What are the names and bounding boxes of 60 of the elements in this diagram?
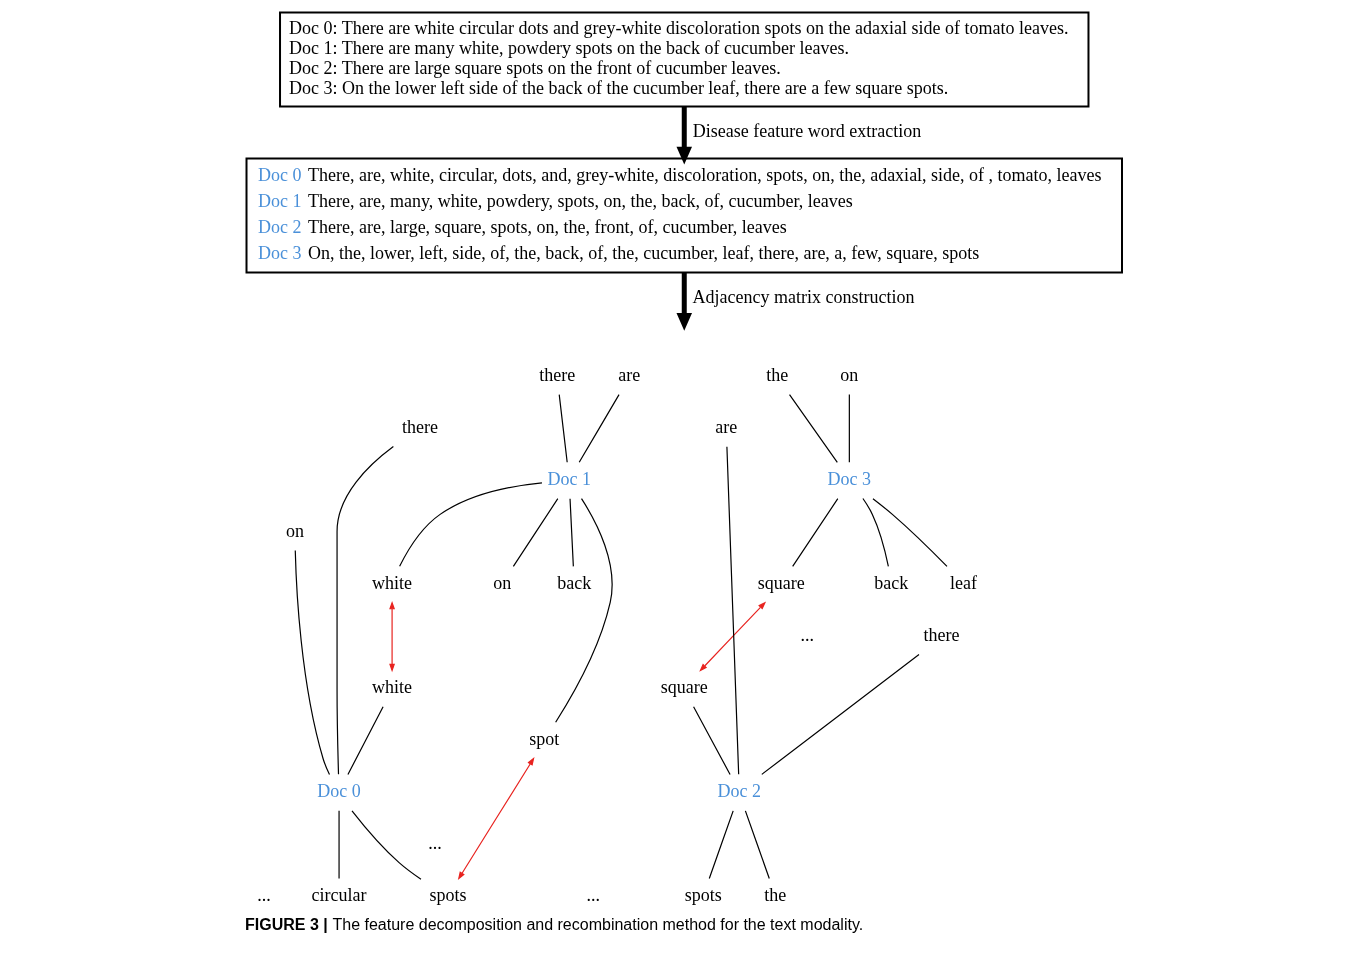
label: ... [800, 624, 814, 645]
node-text: are [617, 364, 640, 385]
node-text: back [873, 572, 908, 593]
connector [294, 549, 330, 776]
node-text: there [538, 364, 575, 385]
node-text: leaf [949, 572, 977, 593]
connector [760, 653, 920, 775]
node-text: the [765, 364, 788, 385]
connector [861, 497, 889, 567]
node-text: back [556, 572, 591, 593]
node-text: white [371, 676, 412, 697]
connector [554, 498, 613, 723]
arrow [698, 601, 766, 672]
node-text: on [839, 364, 858, 385]
arrow [388, 600, 395, 673]
connector [337, 810, 340, 880]
connector [708, 810, 734, 880]
node-text: there [401, 416, 438, 437]
connector [744, 810, 770, 880]
connector [398, 482, 543, 567]
connector [725, 446, 739, 775]
connector [558, 394, 568, 463]
edge-label: Adjacency matrix construction [692, 286, 915, 307]
arrow [676, 106, 692, 165]
arrow [676, 272, 692, 331]
node-text: the [763, 885, 786, 905]
connector [346, 706, 384, 776]
node-text: square [660, 676, 708, 697]
label: ... [427, 832, 442, 853]
edge-label: Disease feature word extraction [692, 120, 921, 141]
label: ... [585, 885, 600, 905]
connector [335, 445, 394, 775]
connector [848, 394, 850, 463]
node-text: Doc 3 [827, 468, 871, 489]
connector [791, 498, 838, 567]
node-text: white [371, 572, 412, 593]
node-text: Doc 1 [546, 468, 591, 489]
connector [568, 498, 574, 567]
node-text: spots [684, 885, 722, 905]
node-text: spot [528, 728, 559, 749]
connector [788, 394, 838, 463]
node-text: spots [429, 885, 467, 905]
node-box: Doc 0: There are white circular dots and grey-white discoloration spots on the adaxial side of tomato leaves. Doc 1: There are many white, powdery spots on the back of cucumber leaves. Doc 2: There are large square spots on the front of cucumber leaves. Doc 3: On the lower left side of the back of the cucumber leaf, there are a few square spots. [278, 11, 1089, 108]
node-text: on [492, 572, 511, 593]
node-text: on [285, 520, 304, 541]
node-text: circular [311, 885, 367, 905]
arrow [457, 757, 534, 880]
node-box: Doc 0 There, are, white, circular, dots, and, grey-white, discoloration, spots, on, the, adaxial, side, of , tomato, leaves Doc 1 There, are, many, white, powdery, spots, on, the, back, of, cucumber, leaves Doc 2 There, are, large, square, spots, on, the, front, of, cucumber, leaves Doc 3 On, the, lower, left, side, of, the, back, of, the, cucumber, leaf, there, are, a, few, square, spots [245, 157, 1123, 274]
connector [512, 498, 558, 567]
node-text: Doc 0 [316, 780, 361, 801]
node-text: are [714, 416, 737, 437]
connector [692, 706, 731, 776]
caption: FIGURE 3 | The feature decomposition and recombination method for the text modality. [244, 916, 863, 934]
node-text: square [757, 572, 805, 593]
node-text: there [922, 624, 959, 645]
node-text: Doc 2 [717, 780, 761, 801]
label: ... [256, 885, 271, 905]
connector [578, 394, 620, 463]
connector [350, 810, 422, 880]
connector [871, 498, 948, 567]
